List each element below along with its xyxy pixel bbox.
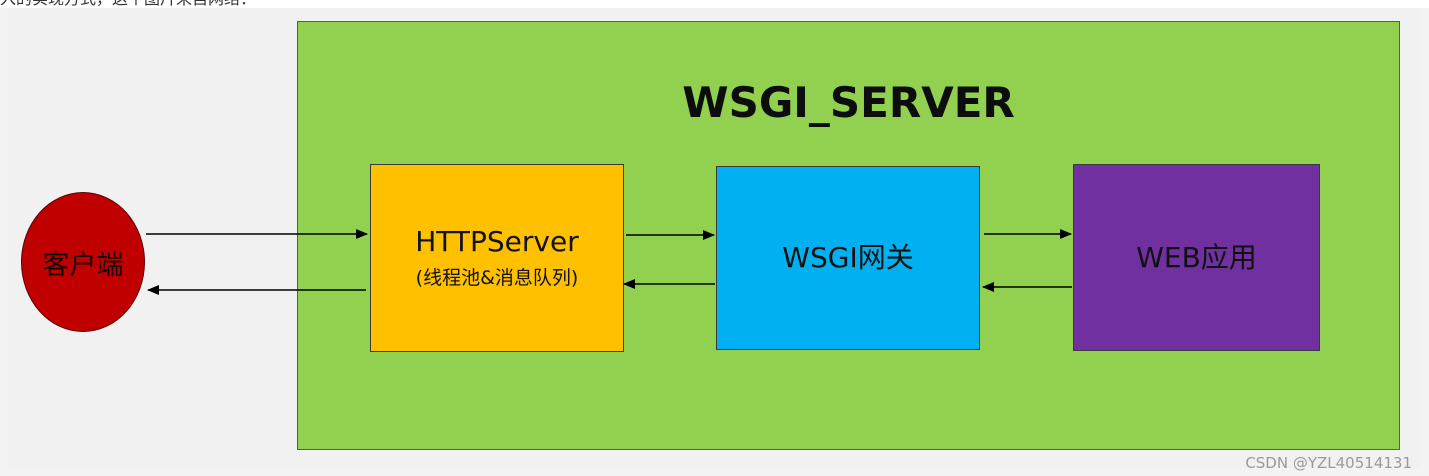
wsgi-gateway-title: WSGI网关: [782, 241, 914, 274]
top-strip: 入的实现方式，这个图片来自网络：: [0, 0, 1429, 8]
wsgi-server-title: WSGI_SERVER: [682, 78, 1015, 127]
web-app-title: WEB应用: [1136, 240, 1257, 274]
http-server-box: HTTPServer (线程池&消息队列): [370, 164, 624, 352]
http-server-subtitle: (线程池&消息队列): [415, 267, 579, 289]
client-label: 客户端: [42, 249, 124, 281]
http-server-title: HTTPServer: [415, 225, 579, 258]
header-fragment-text: 入的实现方式，这个图片来自网络：: [0, 0, 256, 8]
web-app-box: WEB应用: [1073, 164, 1320, 351]
wsgi-gateway-box: WSGI网关: [716, 166, 980, 350]
watermark: CSDN @YZL40514131: [1245, 454, 1412, 472]
client-node: 客户端: [21, 192, 145, 332]
